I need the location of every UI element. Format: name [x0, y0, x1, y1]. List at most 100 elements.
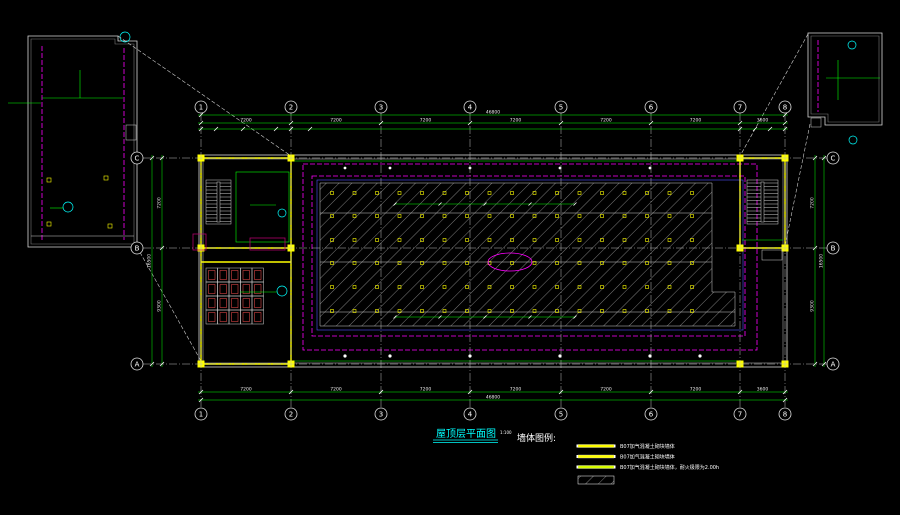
grid-label-bottom-3: 3 [379, 411, 383, 419]
roof-drain-icon [698, 354, 702, 358]
legend-wall-symbol-1 [577, 444, 615, 448]
roof-vent-marker [600, 214, 604, 218]
roof-vent-marker [510, 238, 514, 242]
roof-vent-marker [397, 261, 402, 265]
dim-detail-top-tick [273, 126, 279, 132]
dim-bays-bottom-tick [648, 389, 654, 395]
dim-detail-top-tick [213, 126, 219, 132]
legend-wall-symbol-end [614, 455, 616, 458]
roof-dimension-tick [528, 315, 532, 319]
dim-bays-top-tick [558, 120, 564, 126]
roof-vent-marker [690, 309, 694, 313]
grid-label-top-6: 6 [649, 104, 654, 112]
legend-hatch-symbol [577, 475, 615, 485]
roof-vent-marker [465, 261, 469, 265]
service-cell-inner [219, 270, 227, 280]
grid-label-left-C: C [135, 155, 140, 163]
roof-vent-marker [645, 191, 649, 195]
legend-wall-symbol-end [576, 465, 578, 469]
roof-vent-marker [645, 238, 649, 242]
exterior-wall-inner [202, 158, 784, 364]
roof-vent-marker [375, 214, 379, 218]
dim-rows-left-tick [159, 245, 165, 251]
roof-vent-marker [442, 309, 447, 313]
roof-vent-marker [555, 309, 559, 313]
roof-drain-icon [343, 354, 347, 358]
roof-vent-marker [420, 261, 424, 265]
grid-label-bottom-7: 7 [738, 411, 742, 419]
dim-detail-top-tick [307, 126, 313, 132]
stair-and-service-cores [192, 171, 783, 325]
detail-left-marker [103, 175, 109, 181]
roof-vent-marker [577, 309, 582, 313]
dim-detail-top-tick [198, 126, 204, 132]
roof-vent-marker [645, 214, 649, 218]
roof-vent-marker [667, 214, 672, 218]
exterior-wall-outer [198, 154, 788, 368]
service-cell-inner [231, 270, 239, 280]
service-cell-inner [219, 298, 227, 308]
grid-bubble-top-2 [284, 100, 298, 114]
roof-vent-marker [645, 309, 649, 313]
roof-vent-marker [375, 309, 379, 313]
legend-wall-symbol-3 [577, 465, 615, 469]
roof-vent-marker [397, 285, 402, 289]
dim-total-width-text-bottom: 46800 [486, 395, 500, 401]
roof-vent-marker [510, 285, 514, 289]
dim-bays-top-tick [198, 120, 204, 126]
dim-bay-text-bottom: 7200 [600, 387, 612, 393]
roof-vent-marker [442, 238, 447, 242]
dim-total-depth-text-left: 16500 [147, 254, 153, 268]
service-cell-inner [208, 298, 216, 308]
roof-vent-marker [532, 214, 537, 218]
roof-drain-icon [648, 354, 652, 358]
roof-vent-marker [420, 191, 424, 195]
grid-bubble-bottom-7 [733, 407, 747, 421]
dim-bay-text-bottom: 3600 [757, 387, 769, 393]
roof-vent-marker [600, 309, 604, 313]
grid-bubble-top-1 [194, 100, 208, 114]
dim-detail-top-tick [782, 126, 788, 132]
service-cell-inner [208, 284, 216, 294]
roof-vent-marker [465, 191, 469, 195]
roof-vent-marker [622, 191, 627, 195]
roof-vent-marker [667, 285, 672, 289]
roof-drain-icon [648, 166, 652, 170]
service-cell-inner [242, 284, 250, 294]
dim-detail-top-tick [767, 126, 773, 132]
detail-leader-left-top [117, 35, 292, 157]
grid-label-top-8: 8 [783, 104, 787, 112]
grid-bubble-left-A [130, 357, 144, 371]
roof-vent-marker [577, 191, 582, 195]
roof-vent-marker [352, 191, 357, 195]
roof-vent-marker [690, 261, 694, 265]
dim-bays-bottom-tick [558, 389, 564, 395]
dim-bay-text-bottom: 7200 [240, 387, 252, 393]
roof-vent-marker [622, 309, 627, 313]
roof-vent-marker [442, 191, 447, 195]
legend-item-label-1: B07加气混凝土砌块墙体 [620, 443, 675, 450]
legend-item-label-2: B07加气混凝土砌块墙体 [620, 453, 675, 460]
roof-vent-marker [420, 238, 424, 242]
service-cell-inner [242, 312, 250, 322]
roof-vent-marker [622, 214, 627, 218]
grid-bubble-top-6 [644, 100, 658, 114]
dim-detail-top-tick [752, 126, 758, 132]
roof-vent-marker [420, 214, 424, 218]
roof-hatched-zone [319, 182, 736, 327]
roof-vent-marker [330, 238, 334, 242]
roof-vent-marker [352, 285, 357, 289]
roof-vent-marker [577, 214, 582, 218]
legend-wall-symbol-2 [577, 454, 615, 459]
grid-label-right-A: A [831, 361, 836, 369]
roof-vent-marker [667, 238, 672, 242]
roof-vent-marker [487, 191, 492, 195]
drawing-scale: 1:100 [500, 430, 512, 435]
dim-bays-top-tick [378, 120, 384, 126]
grid-label-right-C: C [831, 155, 836, 163]
dim-detail-top-tick [288, 126, 294, 132]
dim-row-text-right: 9300 [810, 300, 816, 312]
roof-vent-marker [577, 238, 582, 242]
